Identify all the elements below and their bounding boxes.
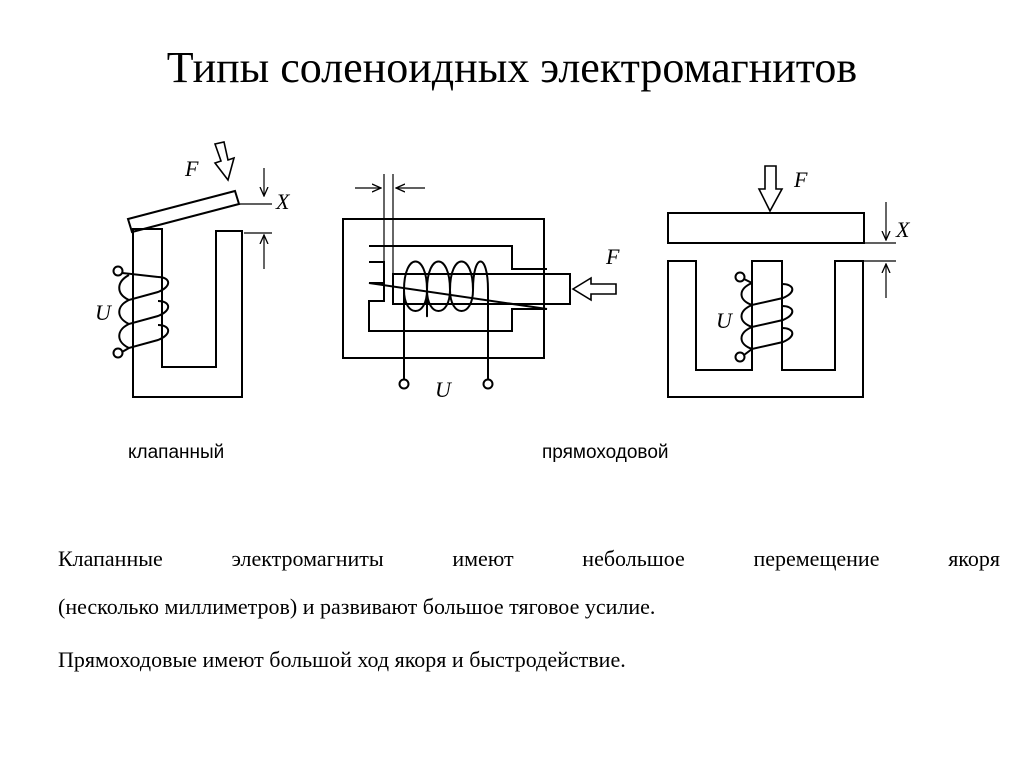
direct-terminal-bottom <box>734 351 746 363</box>
caption-direct: прямоходовой <box>542 442 669 463</box>
direct-force-arrow-icon <box>757 165 784 213</box>
valve-force-label: F <box>184 156 199 181</box>
valve-armature <box>126 189 241 234</box>
direct-electromagnet <box>667 165 896 398</box>
plunger-terminal-left <box>398 378 410 390</box>
body-line-3: Прямоходовые имеют большой ход якоря и б… <box>58 647 626 672</box>
plunger-terminal-right <box>482 378 494 390</box>
valve-core <box>132 228 243 398</box>
body-line-2: (несколько миллиметров) и развивают боль… <box>58 594 656 619</box>
plunger-force-arrow-icon <box>571 276 617 302</box>
valve-terminal-top <box>112 265 124 277</box>
plunger-coil <box>403 260 489 382</box>
direct-coil <box>740 278 794 356</box>
plunger-gap-dimension <box>355 174 425 274</box>
direct-gap-label: X <box>895 217 911 242</box>
valve-terminal-bottom <box>112 347 124 359</box>
plunger-rod <box>392 273 571 305</box>
page-title: Типы соленоидных электромагнитов <box>166 43 858 92</box>
direct-core <box>667 260 864 398</box>
valve-gap-label: X <box>275 189 291 214</box>
direct-voltage-label: U <box>716 308 734 333</box>
valve-electromagnet <box>112 141 272 398</box>
valve-force-arrow-icon <box>213 141 236 182</box>
direct-armature <box>667 212 865 244</box>
plunger-force-label: F <box>605 244 620 269</box>
direct-force-label: F <box>793 167 808 192</box>
caption-valve: клапанный <box>128 442 225 463</box>
body-line-1: Клапанные электромагниты имеют небольшое… <box>58 546 1000 571</box>
plunger-voltage-label: U <box>435 377 453 402</box>
plunger-cavity <box>368 245 548 332</box>
valve-voltage-label: U <box>95 300 113 325</box>
direct-terminal-top <box>734 271 746 283</box>
direct-gap-dimension <box>864 202 896 298</box>
plunger-electromagnet <box>342 174 617 390</box>
solenoid-diagrams: F X U <box>95 141 911 402</box>
plunger-frame-outer <box>342 218 545 359</box>
valve-coil <box>118 272 170 353</box>
plunger-stop <box>369 261 385 301</box>
valve-gap-dimension <box>240 168 272 269</box>
